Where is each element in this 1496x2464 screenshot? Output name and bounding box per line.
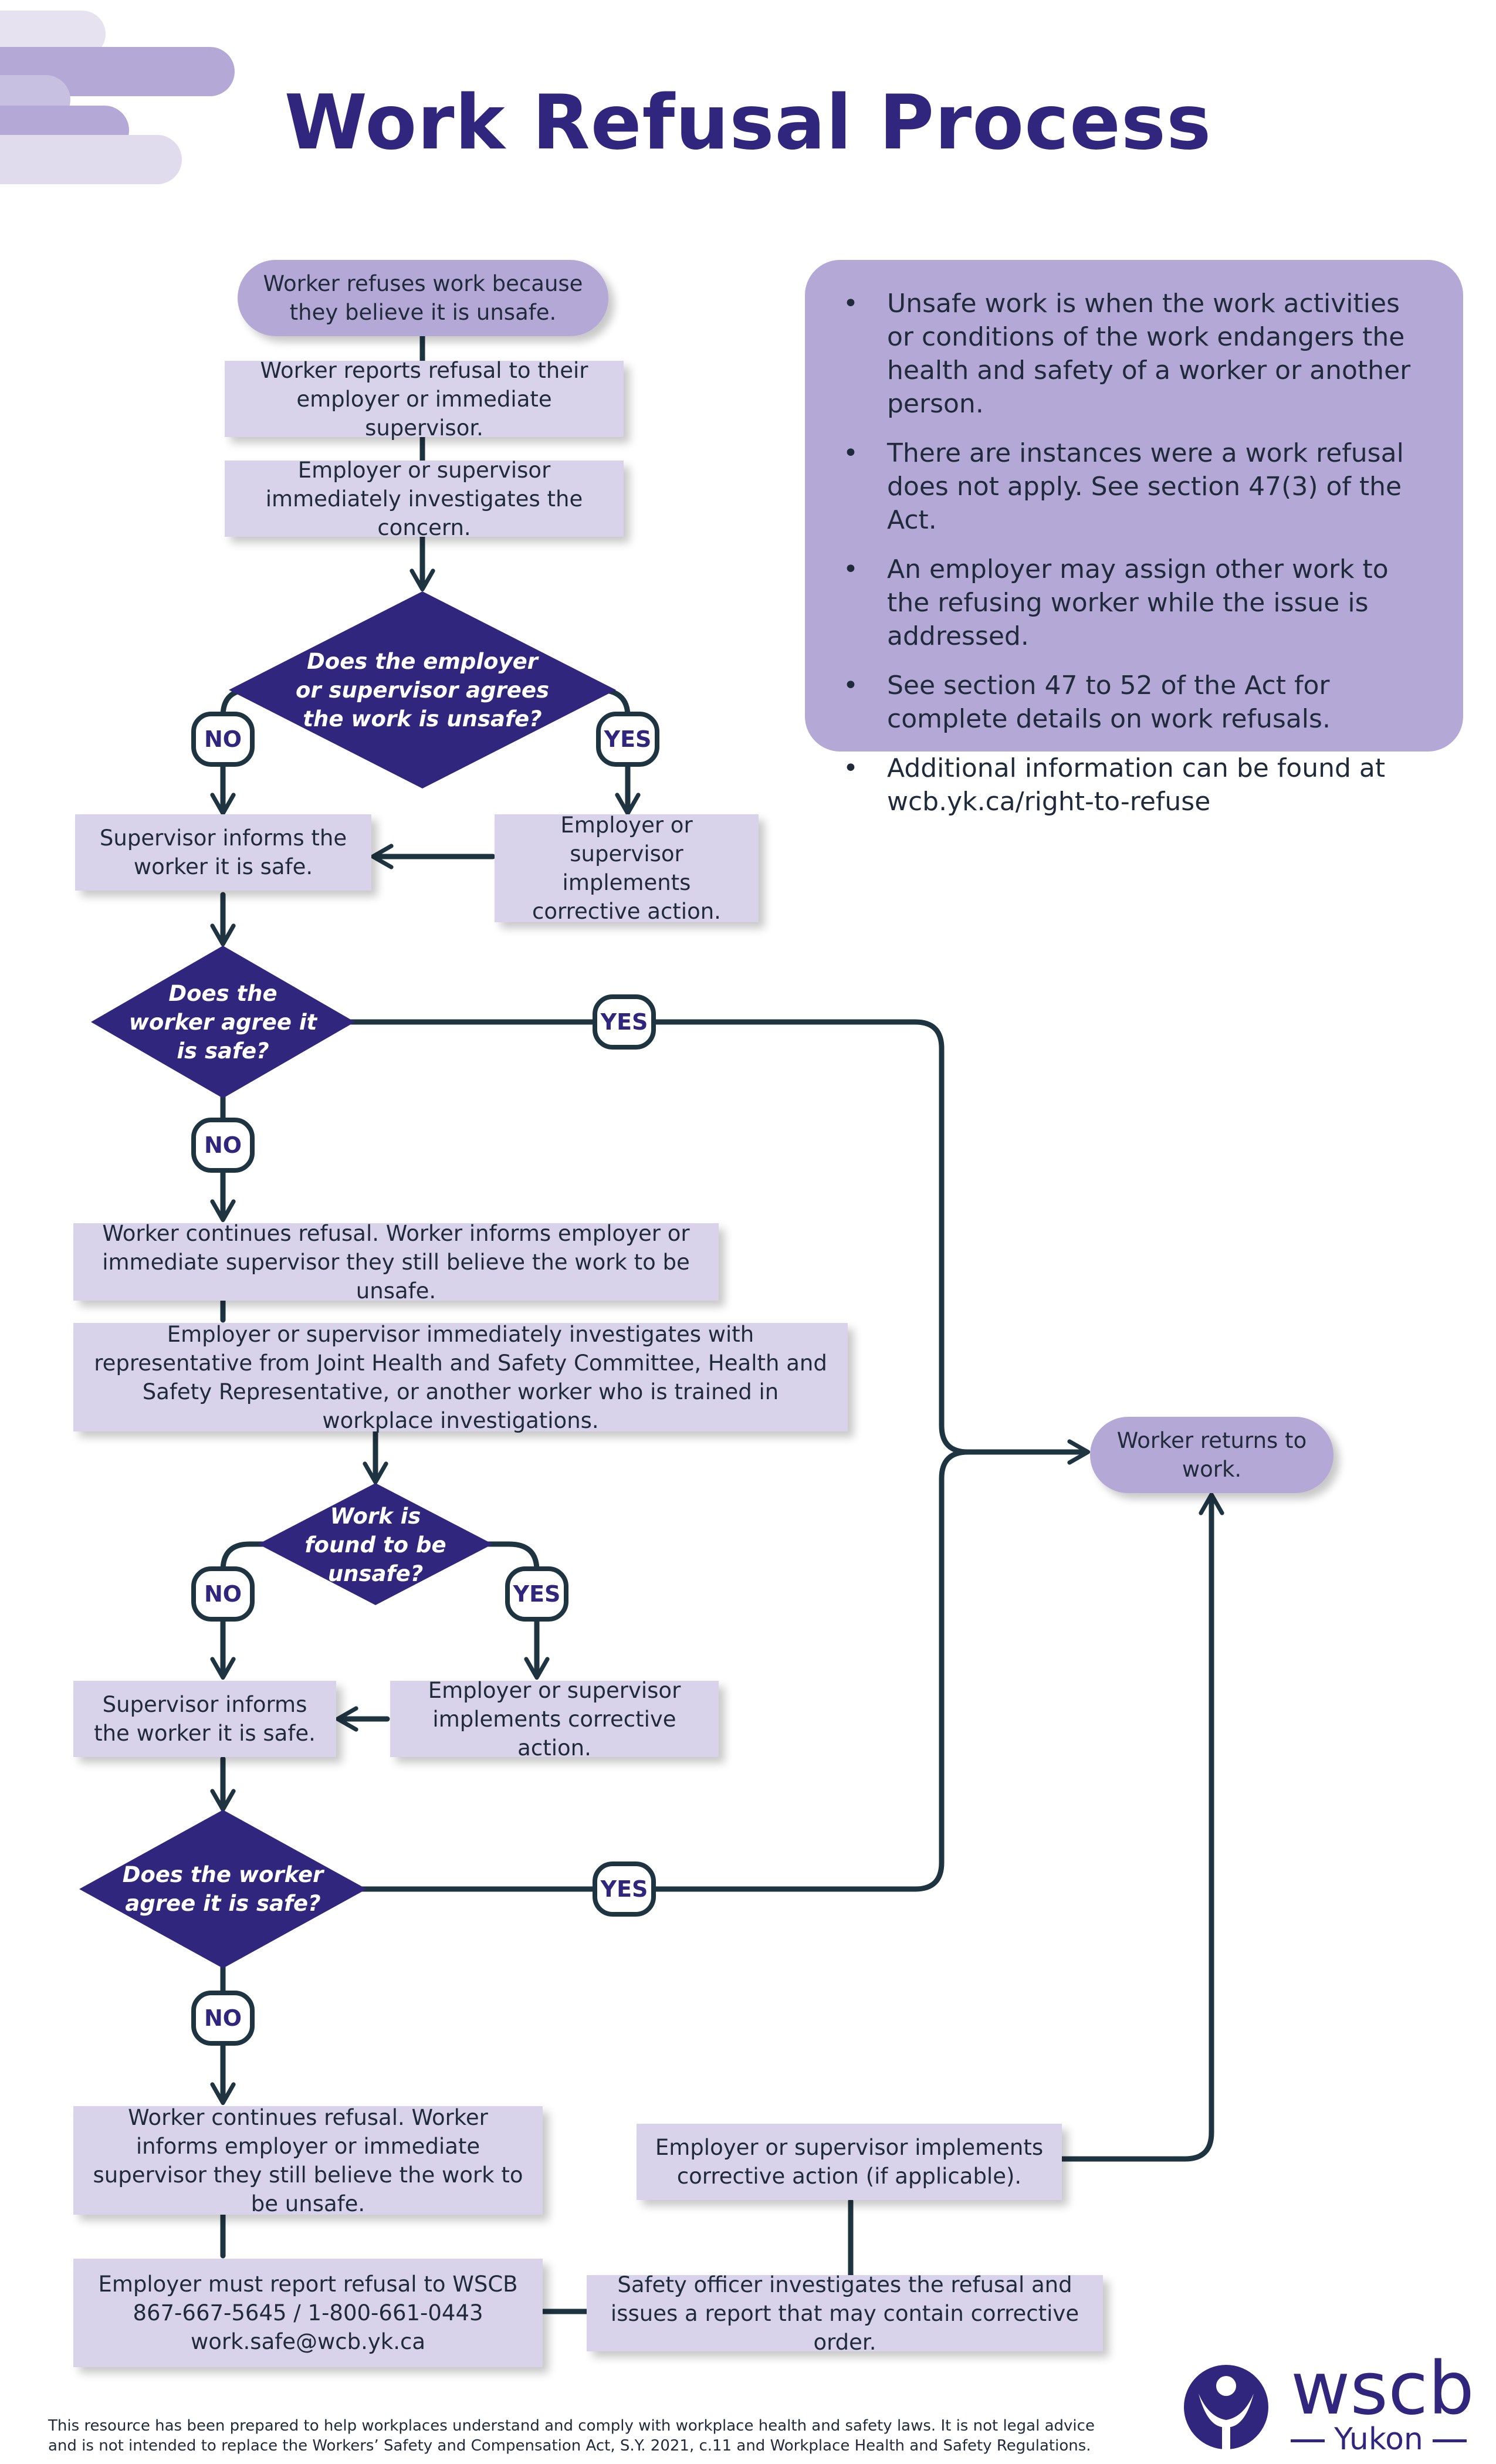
connector	[1059, 1492, 1224, 2162]
decision-1-label: Does the employer or supervisor agrees t…	[295, 648, 550, 732]
decision-diamond	[258, 1483, 493, 1605]
report-to-wscb-title: Employer must report refusal to WSCB	[98, 2272, 518, 2297]
page-title: Work Refusal Process	[284, 79, 1212, 167]
no-badge: NO	[191, 1118, 255, 1173]
connector	[337, 1019, 1091, 1465]
decision-diamond	[229, 591, 616, 788]
final-corrective-action-step: Employer or supervisor implements correc…	[637, 2124, 1062, 2200]
wscb-email: work.safe@wcb.yk.ca	[191, 2329, 425, 2354]
yes-badge: YES	[596, 712, 659, 767]
supervisor-informs-step: Supervisor informs the worker it is safe…	[75, 814, 371, 891]
continues-refusal-step: Worker continues refusal. Worker informs…	[73, 1221, 719, 1304]
safety-officer-step: Safety officer investigates the refusal …	[587, 2272, 1103, 2355]
logo-wordmark: wscb	[1291, 2347, 1474, 2431]
decorative-stripe	[0, 135, 182, 184]
yes-badge: YES	[505, 1566, 568, 1622]
decision-2-label: Does the worker agree it is safe?	[128, 980, 317, 1064]
start-terminal: Worker refuses work because they believe…	[238, 260, 608, 336]
no-badge: NO	[191, 1566, 255, 1622]
logo-rule	[1433, 2439, 1467, 2442]
yes-badge: YES	[593, 994, 656, 1050]
info-item: An employer may assign other work to the…	[843, 553, 1434, 653]
info-item: There are instances were a work refusal …	[843, 436, 1434, 537]
decision-diamond	[91, 946, 355, 1098]
report-to-wscb-step: Employer must report refusal to WSCB 867…	[73, 2259, 543, 2367]
logo-subtitle: Yukon	[1334, 2422, 1423, 2457]
info-list: Unsafe work is when the work activities …	[843, 287, 1434, 818]
wscb-logo-icon	[1184, 2365, 1268, 2449]
decision-diamond	[79, 1810, 367, 1968]
returns-to-work-terminal: Worker returns to work.	[1090, 1417, 1333, 1493]
corrective-action-step: Employer or supervisor implements correc…	[495, 813, 759, 924]
decision-3-label: Work is found to be unsafe?	[304, 1503, 446, 1586]
decision-4-label: Does the worker agree it is safe?	[122, 1862, 324, 1916]
info-item: See section 47 to 52 of the Act for comp…	[843, 669, 1434, 736]
continues-refusal-step: Worker continues refusal. Worker informs…	[73, 2105, 543, 2216]
no-badge: NO	[191, 1991, 255, 2046]
info-item: Unsafe work is when the work activities …	[843, 287, 1434, 421]
corrective-action-step: Employer or supervisor implements correc…	[390, 1678, 719, 1761]
investigate-step: Employer or supervisor immediately inves…	[225, 458, 624, 540]
connector	[349, 1449, 971, 1892]
supervisor-informs-step: Supervisor informs the worker it is safe…	[73, 1681, 336, 1757]
wscb-phone: 867-667-5645 / 1-800-661-0443	[133, 2300, 483, 2326]
footer-disclaimer: This resource has been prepared to help …	[48, 2417, 1095, 2455]
info-panel: Unsafe work is when the work activities …	[805, 260, 1463, 817]
yes-badge: YES	[593, 1861, 656, 1917]
report-refusal-step: Worker reports refusal to their employer…	[225, 358, 624, 441]
logo-rule	[1291, 2439, 1325, 2442]
investigate-with-representative-step: Employer or supervisor immediately inves…	[73, 1322, 848, 1433]
info-item: Additional information can be found at w…	[843, 752, 1434, 818]
no-badge: NO	[191, 712, 255, 767]
